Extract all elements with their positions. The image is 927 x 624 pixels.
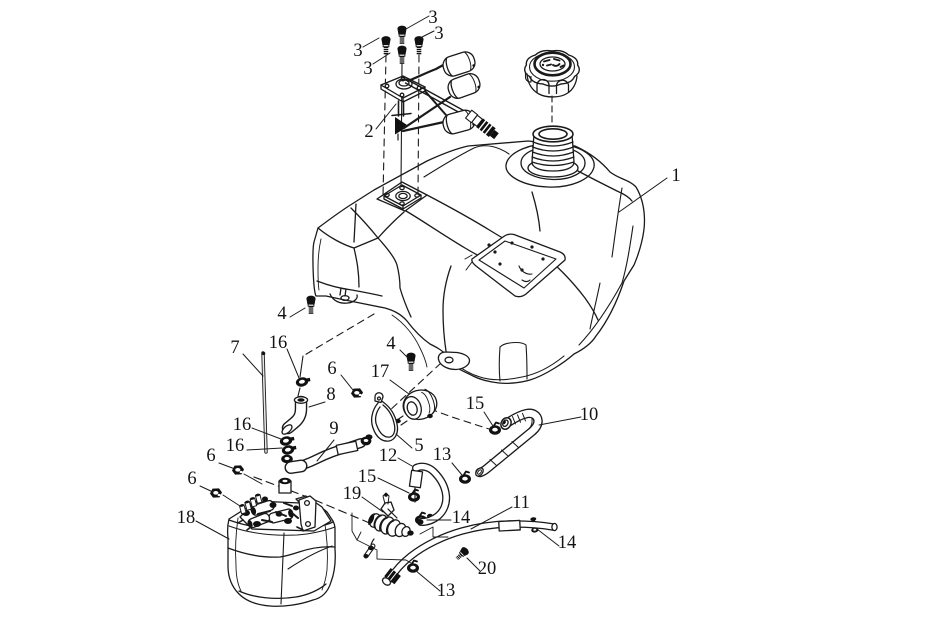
svg-text:4: 4 xyxy=(386,334,395,354)
svg-text:9: 9 xyxy=(329,419,338,439)
svg-text:15: 15 xyxy=(466,394,485,414)
svg-text:10: 10 xyxy=(580,405,599,425)
svg-text:6: 6 xyxy=(206,446,215,466)
svg-text:12: 12 xyxy=(379,446,398,466)
svg-text:15: 15 xyxy=(358,467,377,487)
svg-text:7: 7 xyxy=(230,338,239,358)
svg-text:19: 19 xyxy=(343,484,362,504)
svg-text:14: 14 xyxy=(452,508,471,528)
svg-text:8: 8 xyxy=(326,385,335,405)
svg-text:11: 11 xyxy=(512,493,530,513)
svg-text:3: 3 xyxy=(363,59,372,79)
svg-text:18: 18 xyxy=(177,508,196,528)
svg-text:13: 13 xyxy=(437,581,456,601)
svg-text:13: 13 xyxy=(433,445,452,465)
svg-text:5: 5 xyxy=(414,436,423,456)
svg-text:4: 4 xyxy=(277,304,286,324)
svg-text:16: 16 xyxy=(269,333,288,353)
svg-text:1: 1 xyxy=(671,166,680,186)
svg-text:16: 16 xyxy=(226,436,245,456)
svg-text:6: 6 xyxy=(327,359,336,379)
svg-text:6: 6 xyxy=(187,469,196,489)
svg-text:3: 3 xyxy=(353,41,362,61)
svg-text:20: 20 xyxy=(478,559,497,579)
svg-text:3: 3 xyxy=(434,24,443,44)
svg-text:14: 14 xyxy=(558,533,577,553)
svg-text:2: 2 xyxy=(364,122,373,142)
svg-text:17: 17 xyxy=(371,362,390,382)
svg-text:3: 3 xyxy=(428,8,437,28)
svg-text:16: 16 xyxy=(233,415,252,435)
